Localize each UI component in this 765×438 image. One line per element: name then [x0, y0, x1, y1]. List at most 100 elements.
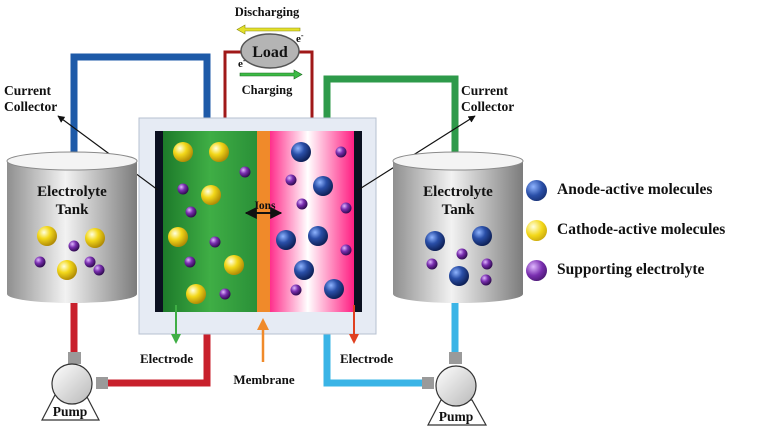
- left-electrode-label: Electrode: [140, 351, 193, 366]
- anode-pipe-top-left: [70, 53, 211, 158]
- current-collector-right-line2: Collector: [461, 99, 514, 114]
- cathode-molecule-icon: [526, 219, 547, 241]
- supporting-electrolyte-molecule: [456, 248, 468, 260]
- membrane: [257, 131, 270, 312]
- red-pipe-bottom: [104, 332, 211, 387]
- supporting-electrolyte-molecule: [184, 256, 196, 268]
- anode-molecule-icon: [526, 179, 547, 201]
- right-pump-body: [435, 365, 477, 407]
- load-label: Load: [252, 44, 288, 61]
- electron-label-top: e-: [296, 31, 304, 45]
- supporting-electrolyte-molecule: [340, 244, 352, 256]
- supporting-electrolyte-molecule: [93, 264, 105, 276]
- anode-molecule: [294, 260, 314, 280]
- cathode-molecule: [57, 260, 77, 280]
- current-collector-right-pointer: [357, 115, 476, 191]
- anode-molecule: [472, 226, 492, 246]
- right-electrode-bar: [354, 131, 362, 312]
- current-collector-left-line2: Collector: [4, 99, 57, 114]
- right-tank-top: [392, 151, 524, 171]
- right-pump-label: Pump: [439, 409, 474, 424]
- legend-label-cathode: Cathode-active molecules: [557, 221, 726, 238]
- membrane-pointer-head: [257, 318, 269, 330]
- external-circuit: Load Discharging e- Charging e-: [223, 5, 314, 118]
- charging-label: Charging: [242, 83, 293, 97]
- green-compartment: [163, 131, 257, 312]
- anode-molecule: [324, 279, 344, 299]
- supporting-electrolyte-molecule: [68, 240, 80, 252]
- supporting-electrolyte-molecule: [84, 256, 96, 268]
- cyan-pipe-bottom: [323, 332, 428, 387]
- supporting-electrolyte-molecule: [340, 202, 352, 214]
- pipe-connector-left-h: [96, 377, 108, 389]
- supporting-electrolyte-icon: [526, 259, 547, 281]
- legend-item-cathode: Cathode-active molecules: [526, 210, 762, 250]
- load-wire-left: [223, 50, 243, 118]
- supporting-electrolyte-molecule: [219, 288, 231, 300]
- cathode-molecule: [186, 284, 206, 304]
- charging-arrow: [239, 69, 303, 80]
- supporting-electrolyte-molecule: [185, 206, 197, 218]
- anode-molecule: [276, 230, 296, 250]
- supporting-electrolyte-molecule: [290, 284, 302, 296]
- green-compartment-molecules: [168, 142, 251, 304]
- legend-item-supporting: Supporting electrolyte: [526, 250, 762, 290]
- bottom-annotations: Electrode Membrane Electrode: [140, 305, 393, 387]
- right-tank-label-line2: Tank: [442, 202, 475, 218]
- anode-molecule: [313, 176, 333, 196]
- supporting-electrolyte-molecule: [335, 146, 347, 158]
- right-pump: Pump: [427, 365, 488, 426]
- right-electrolyte-tank: Electrolyte Tank: [392, 151, 524, 303]
- pipe-connector-left: [68, 352, 81, 364]
- legend: Anode-active molecules Cathode-active mo…: [526, 170, 762, 290]
- ions-label: Ions: [254, 200, 276, 212]
- supporting-electrolyte-molecule: [296, 198, 308, 210]
- pipes: [63, 53, 466, 389]
- current-collector-right-line1: Current: [461, 83, 508, 98]
- left-pump: Pump: [41, 363, 100, 421]
- anode-molecule: [449, 266, 469, 286]
- supporting-electrolyte-molecule: [285, 174, 297, 186]
- supporting-electrolyte-molecule: [426, 258, 438, 270]
- discharging-arrow: [236, 24, 301, 35]
- legend-label-supporting: Supporting electrolyte: [557, 261, 705, 278]
- left-tank-label-line1: Electrolyte: [37, 184, 107, 200]
- electron-label-bottom: e-: [238, 56, 246, 70]
- pink-compartment-molecules: [276, 142, 352, 299]
- supporting-electrolyte-molecule: [480, 274, 492, 286]
- left-electrode-bar: [155, 131, 163, 312]
- supporting-electrolyte-molecule: [239, 166, 251, 178]
- left-pump-body: [51, 363, 93, 405]
- membrane-label: Membrane: [233, 372, 295, 387]
- current-collector-annotations: Current Collector Current Collector: [4, 83, 514, 191]
- supporting-electrolyte-molecule: [177, 183, 189, 195]
- cathode-molecule: [37, 226, 57, 246]
- left-tank-label-line2: Tank: [56, 202, 89, 218]
- left-tank-top: [6, 151, 138, 171]
- cathode-molecule: [173, 142, 193, 162]
- legend-item-anode: Anode-active molecules: [526, 170, 762, 210]
- cathode-molecule: [85, 228, 105, 248]
- pipe-connector-right: [449, 352, 462, 364]
- cathode-molecule: [168, 227, 188, 247]
- supporting-electrolyte-molecule: [481, 258, 493, 270]
- anode-molecule: [291, 142, 311, 162]
- anode-molecule: [425, 231, 445, 251]
- right-electrode-label: Electrode: [340, 351, 393, 366]
- left-electrode-pointer-head: [171, 334, 181, 344]
- left-electrolyte-tank: Electrolyte Tank: [6, 151, 138, 303]
- discharging-label: Discharging: [235, 5, 300, 19]
- cathode-molecule: [224, 255, 244, 275]
- anode-molecule: [308, 226, 328, 246]
- right-pump-base: [427, 399, 488, 426]
- cathode-pipe-top-right: [323, 75, 459, 158]
- cathode-molecule: [209, 142, 229, 162]
- right-electrode-pointer-head: [349, 334, 359, 344]
- load-ellipse: [240, 33, 300, 69]
- pipe-connector-right-h: [422, 377, 434, 389]
- right-tank-label-line1: Electrolyte: [423, 184, 493, 200]
- electrochemical-cell: Ions: [138, 117, 377, 335]
- left-tank-body: [7, 161, 137, 303]
- load-wire-right: [298, 50, 314, 118]
